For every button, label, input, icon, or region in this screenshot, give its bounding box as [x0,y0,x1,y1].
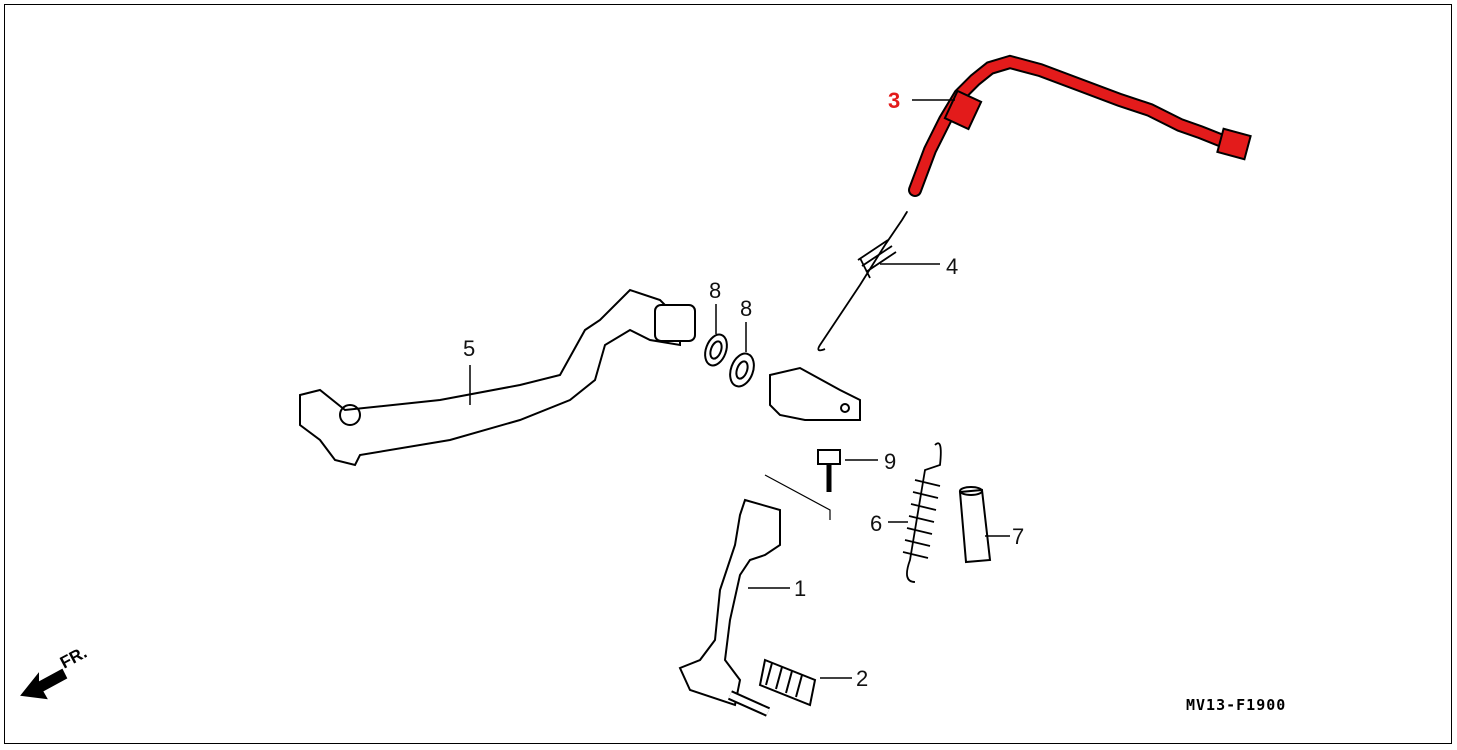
callout-8a[interactable]: 8 [709,278,722,303]
callout-8b[interactable]: 8 [740,296,753,321]
part-5-brake-pedal[interactable] [299,288,696,467]
part-4-spring[interactable] [817,211,908,352]
part-2-rubber[interactable] [758,658,817,707]
part-1-change-pedal[interactable] [678,498,781,717]
part-8-seal-a[interactable] [701,332,731,369]
diagram-frame [4,4,1452,744]
callout-4[interactable]: 4 [946,254,959,279]
diagram-code: MV13-F1900 [1186,696,1287,714]
part-8-seal-b[interactable] [726,350,758,389]
part-3-switch[interactable] [908,54,1252,197]
callout-2[interactable]: 2 [856,666,869,691]
callout-7[interactable]: 7 [1012,524,1025,549]
callout-9[interactable]: 9 [884,449,897,474]
callout-3[interactable]: 3 [888,88,901,113]
pivot-bracket [769,366,861,421]
assembly-line [764,474,831,520]
callout-1[interactable]: 1 [794,576,807,601]
part-6-spring[interactable] [902,442,942,583]
callout-5[interactable]: 5 [463,336,476,361]
callout-6[interactable]: 6 [870,511,883,536]
part-7-collar[interactable] [958,486,992,564]
front-direction-arrow-icon [20,668,68,700]
part-9-bolt[interactable] [817,449,841,492]
